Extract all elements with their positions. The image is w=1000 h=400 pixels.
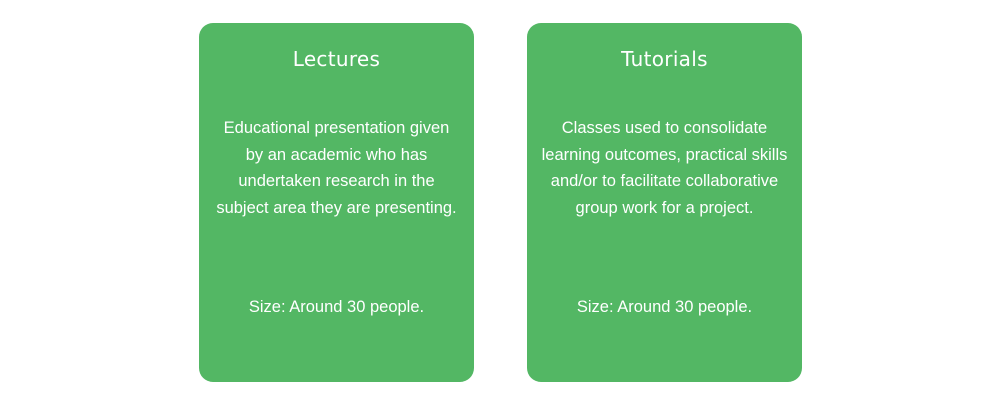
card-size: Size: Around 30 people.: [576, 298, 753, 316]
card-description: Classes used to consolidate learning out…: [541, 119, 788, 217]
tutorials-card: Tutorials Classes used to consolidate le…: [527, 23, 802, 382]
card-title: Lectures: [292, 47, 381, 71]
lectures-card: Lectures Educational presentation given …: [199, 23, 474, 382]
card-size: Size: Around 30 people.: [248, 298, 425, 316]
card-title: Tutorials: [621, 47, 708, 71]
card-description: Educational presentation given by an aca…: [216, 119, 457, 217]
